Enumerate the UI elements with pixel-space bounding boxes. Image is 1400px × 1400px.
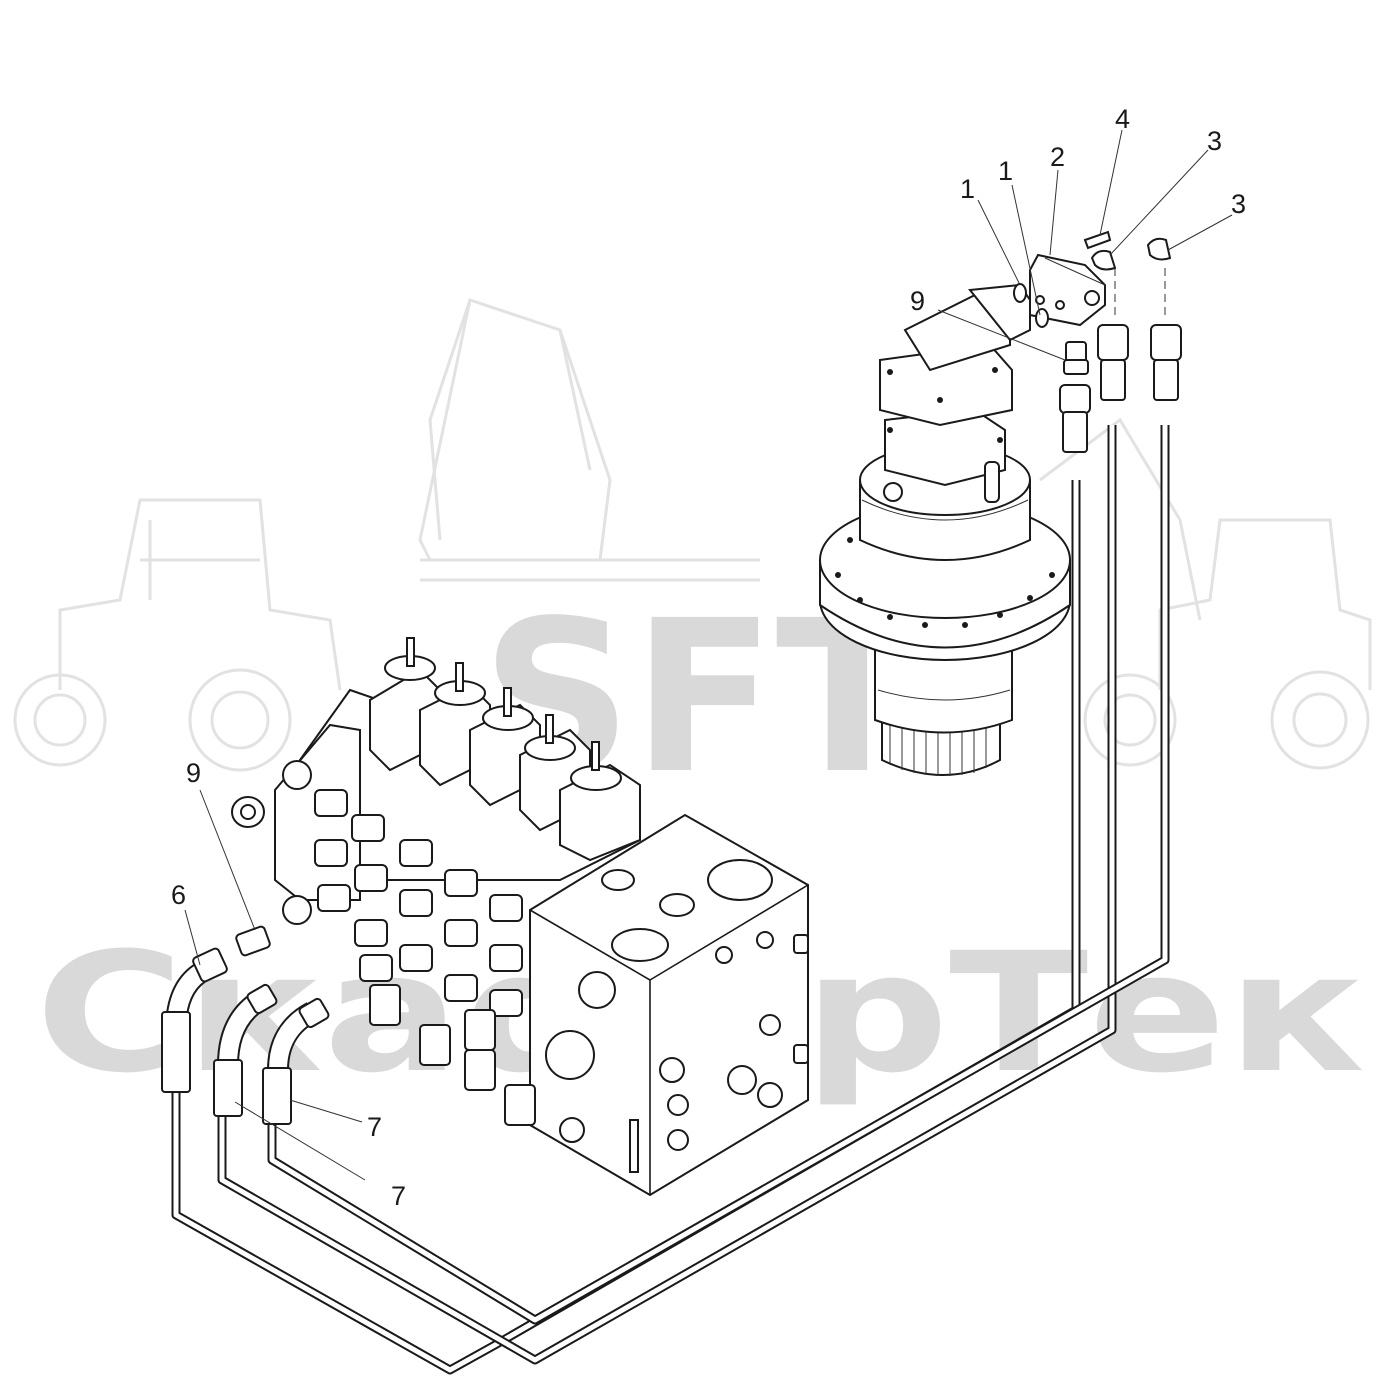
leader-lines xyxy=(184,129,1233,1181)
callout-4: 4 xyxy=(1115,104,1130,134)
callout-6: 6 xyxy=(171,880,186,910)
callout-9a: 9 xyxy=(910,286,925,316)
callout-3a: 3 xyxy=(1207,126,1222,156)
control-valve xyxy=(231,637,809,1197)
left-hoses xyxy=(161,947,330,1125)
callout-1b: 1 xyxy=(998,156,1013,186)
hose-routes xyxy=(171,425,1170,1375)
callout-2: 2 xyxy=(1050,142,1065,172)
callout-7b: 7 xyxy=(391,1181,406,1211)
right-hose-ends xyxy=(1059,268,1182,453)
callout-1a: 1 xyxy=(960,174,975,204)
callout-3b: 3 xyxy=(1231,189,1246,219)
watermark-tractor-left-icon xyxy=(13,498,342,772)
watermark-tractor-right-icon xyxy=(1083,518,1372,770)
callout-7a: 7 xyxy=(367,1112,382,1142)
callout-9b: 9 xyxy=(186,758,201,788)
swing-motor xyxy=(819,283,1071,776)
callouts: 1 1 2 4 3 3 9 9 6 7 7 xyxy=(171,104,1246,1211)
fitting-left xyxy=(235,925,271,957)
